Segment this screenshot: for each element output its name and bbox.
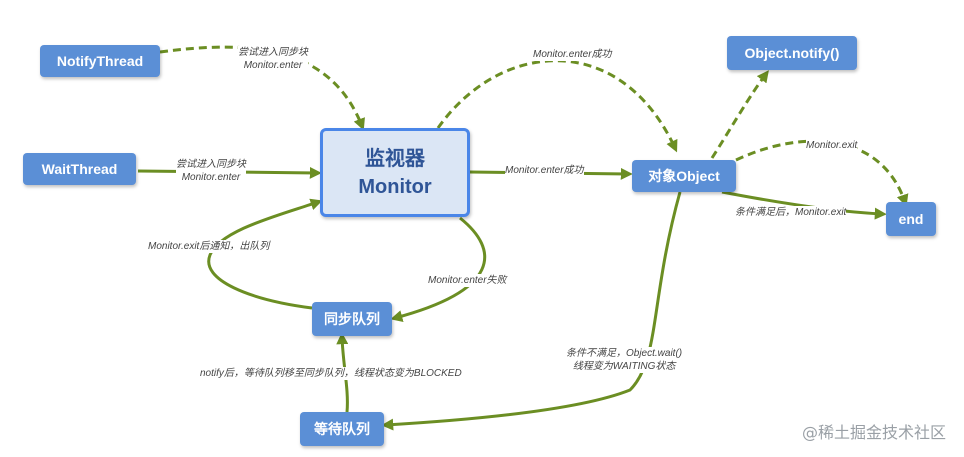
object-node: 对象Object (632, 160, 736, 192)
monitor-subtitle: Monitor (358, 175, 432, 198)
wait-queue-label: 等待队列 (314, 421, 370, 437)
edge-label-monitor-exit: Monitor.exit (806, 139, 858, 152)
object-notify-node: Object.notify() (727, 36, 857, 70)
edge-label-exit-notify: Monitor.exit后通知，出队列 (148, 240, 270, 253)
edge-label-wait-try-line1: 尝试进入同步块 (176, 159, 246, 170)
edge-label-wait-try: 尝试进入同步块 Monitor.enter (176, 158, 246, 184)
edge-label-cond-unsatisfied: 条件不满足，Object.wait() 线程变为WAITING状态 (566, 347, 683, 373)
edge-label-notify-move: notify后，等待队列移至同步队列，线程状态变为BLOCKED (200, 367, 462, 380)
edge-syncqueue-to-monitor (207, 198, 323, 310)
wait-thread-node: WaitThread (23, 153, 136, 185)
edge-label-enter-fail: Monitor.enter失败 (428, 274, 507, 287)
watermark: @稀土掘金技术社区 (801, 423, 946, 442)
monitor-title: 监视器 (365, 147, 425, 170)
notify-thread-node: NotifyThread (40, 45, 160, 77)
edge-label-notify-try: 尝试进入同步块 Monitor.enter (238, 46, 308, 72)
edge-monitor-to-syncqueue (390, 216, 487, 322)
sync-queue-label: 同步队列 (324, 311, 380, 327)
notify-thread-label: NotifyThread (56, 53, 144, 69)
edge-label-enter-success-mid: Monitor.enter成功 (505, 164, 584, 177)
sync-queue-node: 同步队列 (312, 302, 392, 336)
end-label: end (898, 211, 924, 227)
edge-monitor-to-object-top (436, 59, 678, 153)
edge-object-to-waitqueue (381, 191, 682, 431)
wait-thread-label: WaitThread (41, 161, 118, 177)
object-notify-label: Object.notify() (744, 45, 840, 61)
edge-label-cond-unsatisfied-line2: 线程变为WAITING状态 (572, 361, 676, 372)
edge-label-wait-try-line2: Monitor.enter (181, 172, 241, 183)
edge-object-to-notify (710, 70, 769, 159)
edge-label-notify-try-line1: 尝试进入同步块 (238, 47, 308, 58)
edge-object-to-end-dashed (735, 139, 909, 207)
monitor-node: 监视器 Monitor (320, 128, 470, 217)
edge-label-cond-unsatisfied-line1: 条件不满足，Object.wait() (566, 348, 683, 359)
edge-label-notify-try-line2: Monitor.enter (243, 60, 303, 71)
edge-label-cond-satisfied: 条件满足后，Monitor.exit (735, 206, 847, 219)
edge-label-enter-success-top: Monitor.enter成功 (533, 48, 612, 61)
wait-queue-node: 等待队列 (300, 412, 384, 446)
end-node: end (886, 202, 936, 236)
object-label: 对象Object (648, 168, 720, 184)
